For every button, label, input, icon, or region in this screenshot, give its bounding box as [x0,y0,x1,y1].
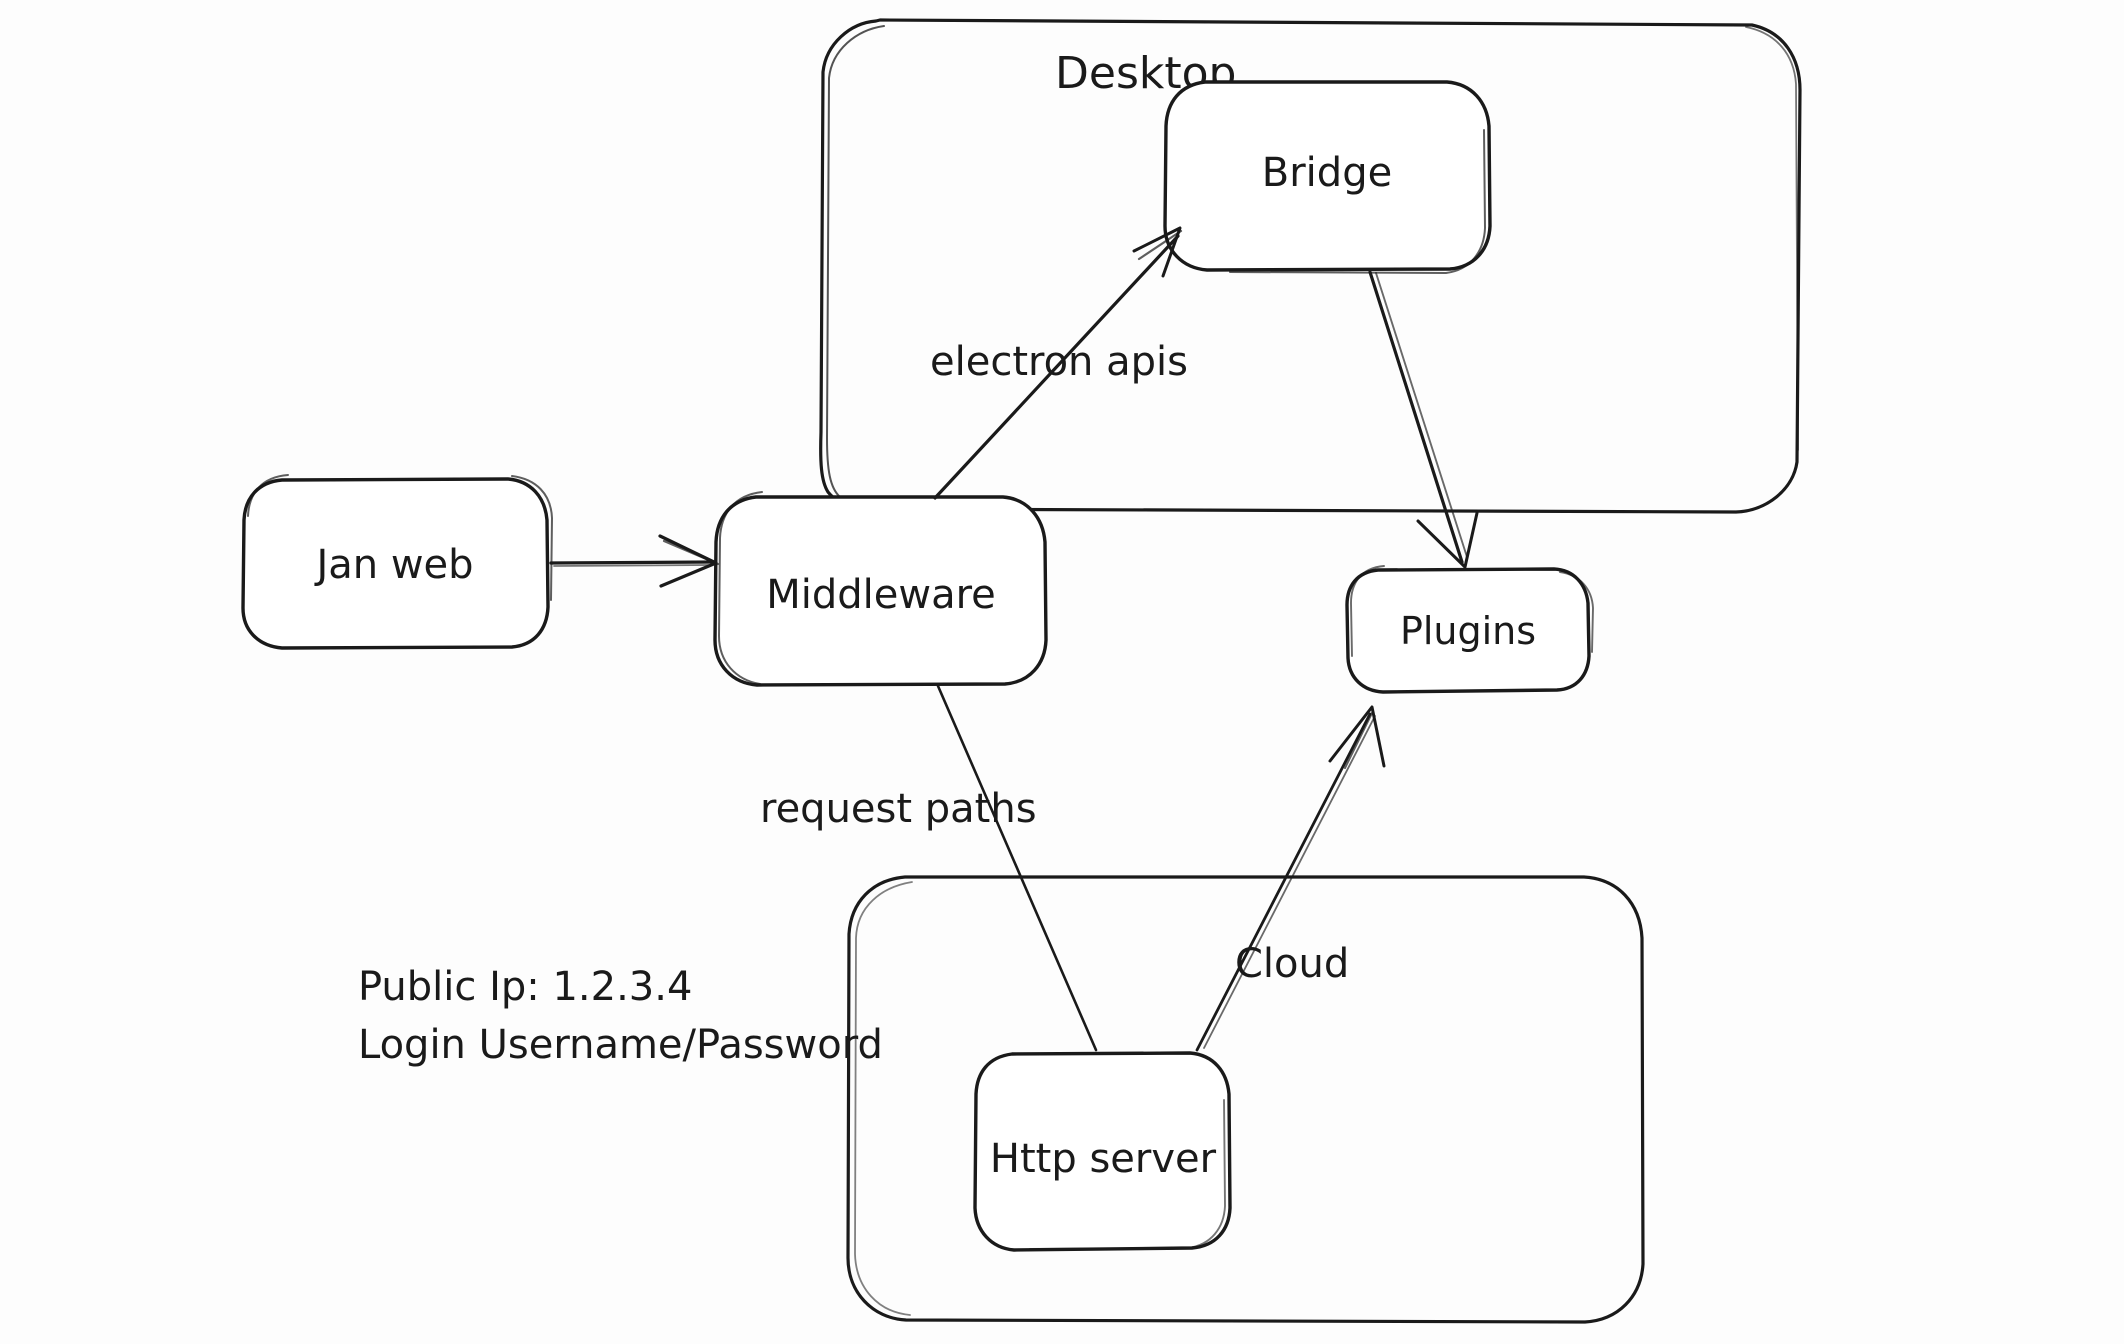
jan-web-box-outline-sketch [247,474,554,601]
edge-line-http-to-plugins [1195,712,1372,1052]
middleware-box-outline [713,495,1048,687]
arrowhead-jan-to-middleware-sketch [662,539,720,566]
edge-middleware-to-bridge: electron apis [930,226,1188,500]
node-plugins[interactable]: Plugins [1345,565,1594,694]
middleware-box-outline-sketch [717,491,763,685]
node-bridge[interactable]: Bridge [1163,80,1492,275]
edge-label-cloud: Cloud [1235,941,1349,987]
cloud-container-outline [846,875,1645,1324]
node-jan-web[interactable]: Jan web [241,474,554,650]
edge-label-electron-apis: electron apis [930,339,1188,385]
edge-line-bridge-to-plugins-sketch [1375,272,1468,558]
node-label-middleware: Middleware [766,572,996,618]
group-cloud [846,875,1645,1324]
arrowhead-bridge-to-plugins [1416,511,1479,569]
edge-http-server-to-middleware: request paths [760,684,1098,1052]
edge-line-jan-to-middleware-sketch [553,564,711,567]
bridge-box-outline-sketch [1229,129,1487,275]
arrowhead-http-to-plugins-sketch [1344,710,1374,769]
desktop-container-outline-sketch2 [1745,26,1799,451]
node-label-http-server: Http server [990,1136,1217,1182]
edge-line-jan-to-middleware [549,560,716,565]
edge-line-http-to-middleware [936,684,1098,1052]
edge-jan-web-to-middleware [549,534,720,588]
note-login: Login Username/Password [358,1022,883,1068]
edge-label-request-paths: request paths [760,786,1037,832]
plugins-box-outline-sketch [1350,565,1594,657]
http-server-box-outline-sketch [1029,1099,1226,1250]
note-public-ip: Public Ip: 1.2.3.4 [358,964,692,1010]
node-label-jan-web: Jan web [313,542,473,588]
node-label-bridge: Bridge [1262,150,1392,196]
plugins-box-outline [1345,567,1591,694]
jan-web-box-outline [241,477,550,650]
bridge-box-outline [1163,80,1492,272]
arrowhead-http-to-plugins [1328,705,1386,768]
node-middleware[interactable]: Middleware [713,491,1048,687]
edge-line-http-to-plugins-sketch [1203,715,1376,1049]
edge-line-bridge-to-plugins [1368,270,1464,564]
edge-http-server-to-plugins: Cloud [1195,705,1386,1052]
arrowhead-middleware-to-bridge [1132,226,1182,278]
cloud-container-outline-sketch [854,881,913,1316]
desktop-container-outline-sketch [826,25,897,513]
node-label-plugins: Plugins [1400,609,1536,653]
edge-bridge-to-plugins [1368,270,1479,569]
notes-block: Public Ip: 1.2.3.4 Login Username/Passwo… [358,964,883,1068]
node-http-server[interactable]: Http server [973,1051,1232,1252]
edge-line-middleware-to-bridge [933,234,1180,500]
arrowhead-middleware-to-bridge-sketch [1137,229,1183,261]
